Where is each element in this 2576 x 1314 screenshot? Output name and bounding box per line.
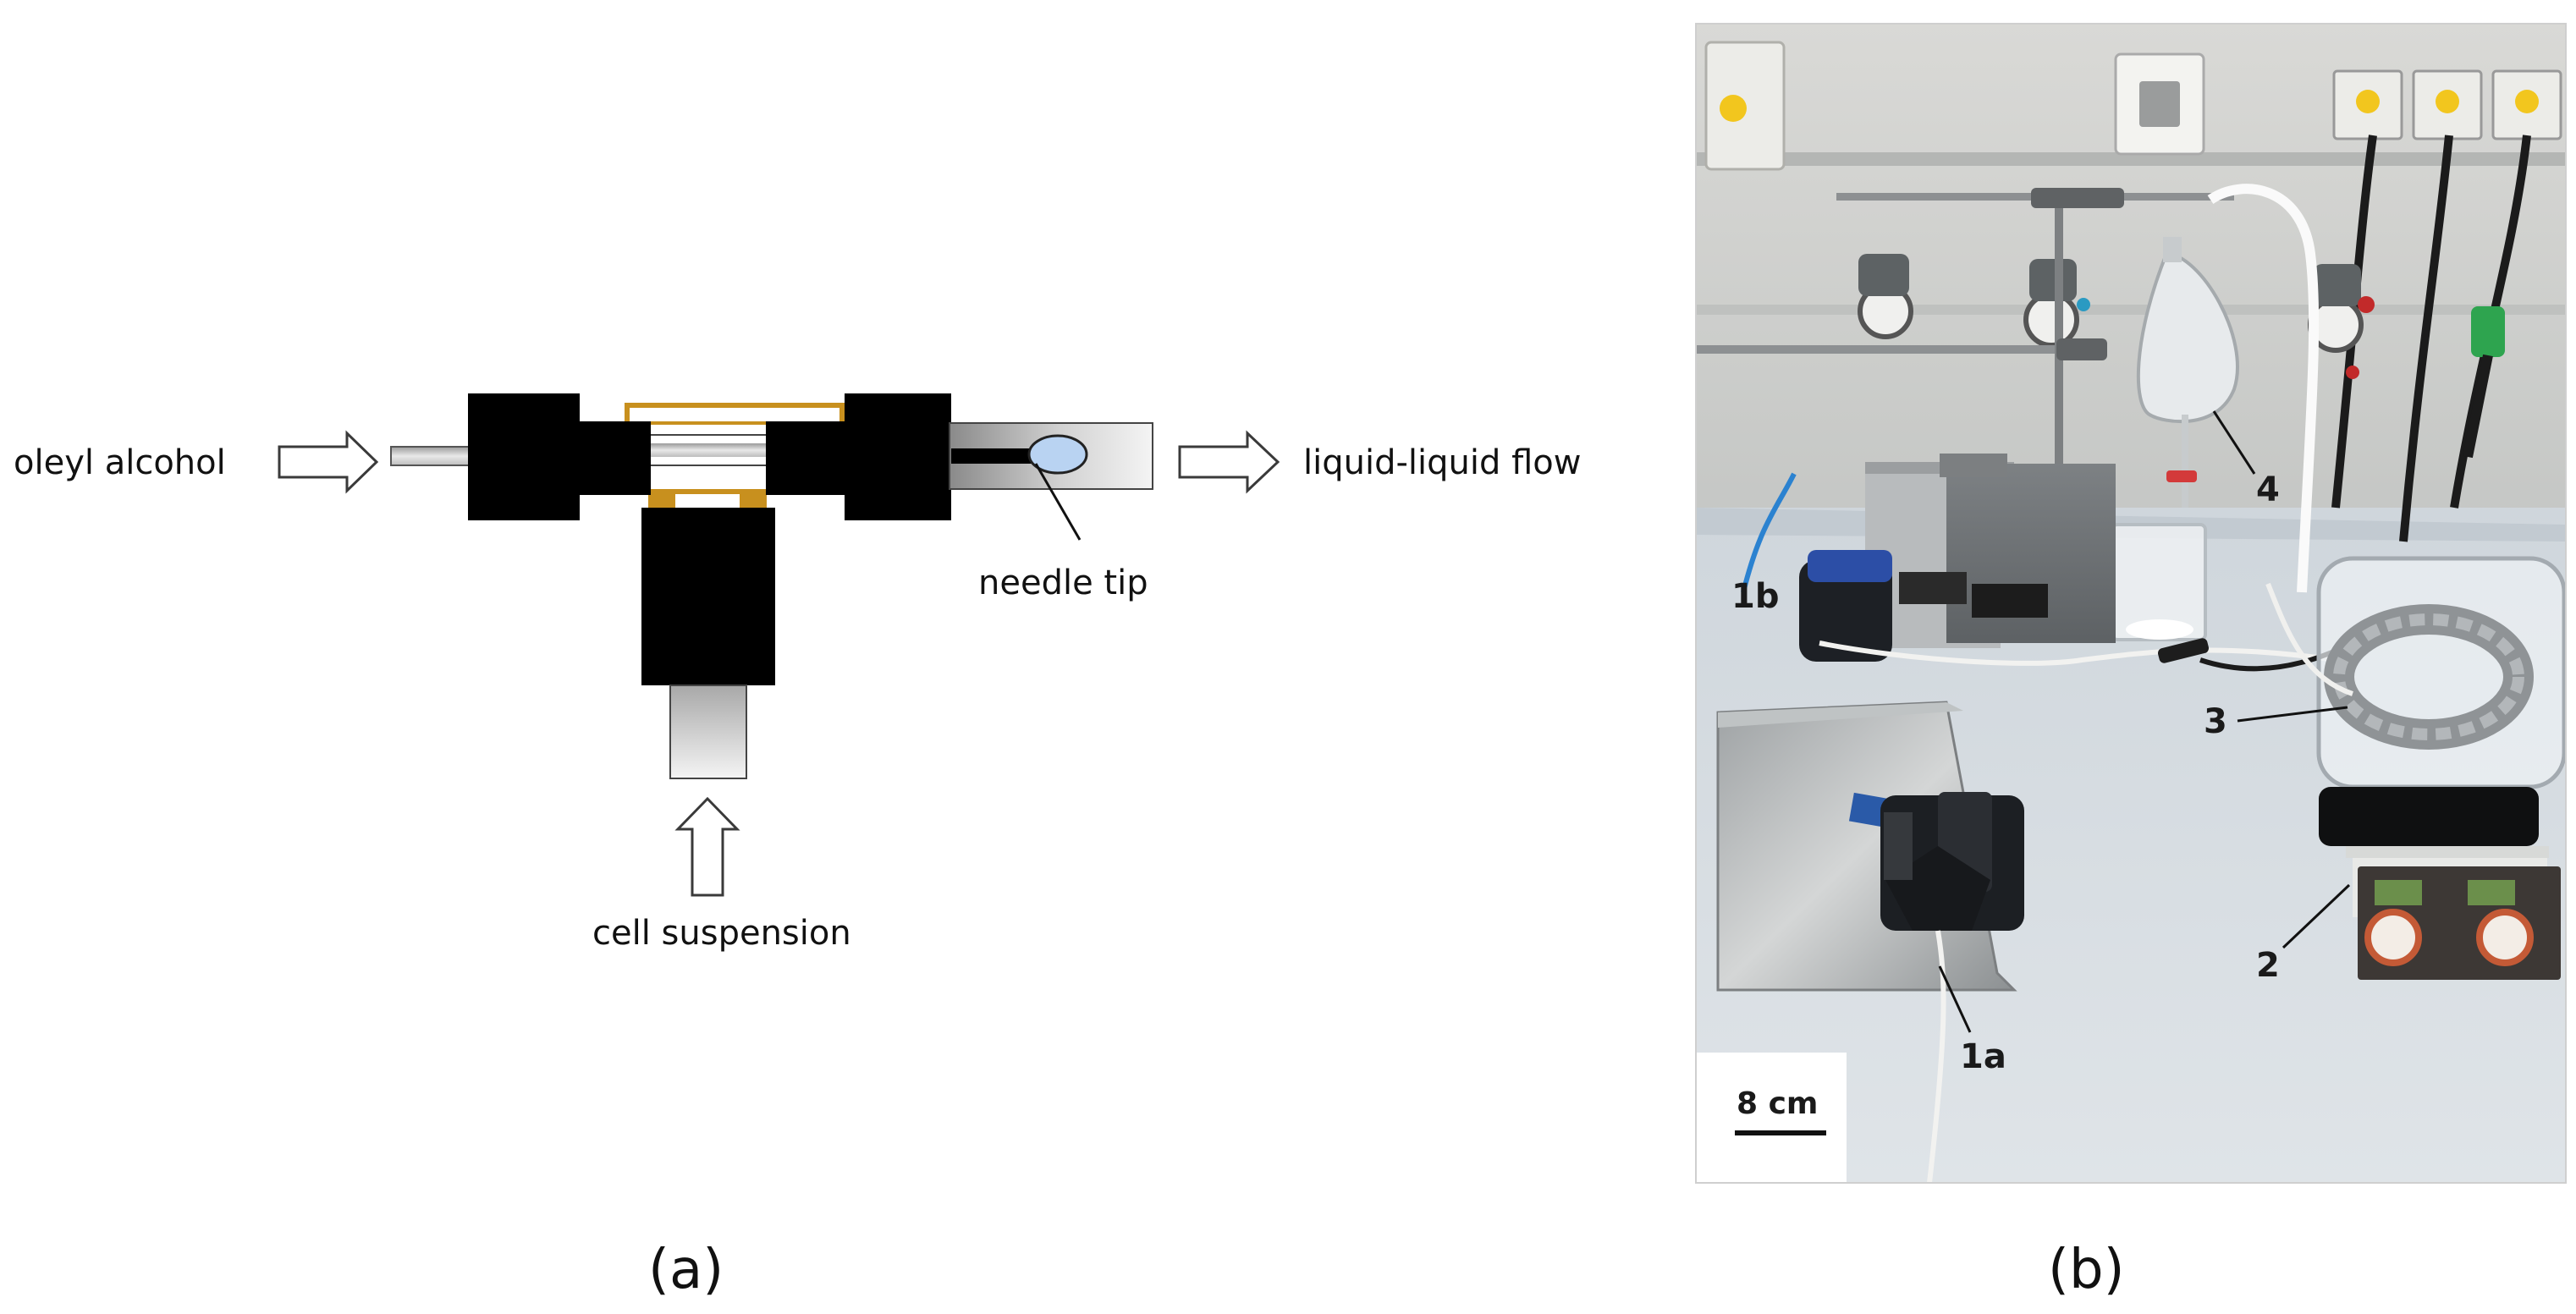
- callout-4: 4: [2256, 470, 2280, 509]
- separatory-funnel: [2136, 251, 2239, 424]
- panel-b-label: (b): [2048, 1239, 2125, 1301]
- callout-1a: 1a: [1960, 1037, 2006, 1076]
- outlet-arrow-icon: [1178, 430, 1280, 494]
- scale-bar-box: [1696, 1053, 1847, 1183]
- callout-2: 2: [2256, 946, 2280, 985]
- needle-tip-label: needle tip: [978, 564, 1148, 602]
- needle-tip-leader: [1034, 463, 1082, 541]
- cell-suspension-label: cell suspension: [592, 914, 851, 953]
- gauge-2: [2023, 292, 2079, 348]
- oleyl-alcohol-label: oleyl alcohol: [14, 443, 226, 482]
- cell-inlet-arrow-icon: [674, 796, 740, 897]
- panel-a-diagram: oleyl alcohol needle tip li: [14, 393, 1581, 1301]
- inlet-tube: [390, 446, 471, 466]
- droplet: [1027, 434, 1088, 475]
- pump-1b-head: [1799, 560, 1892, 662]
- inlet-arrow-icon: [278, 430, 379, 494]
- liquid-liquid-flow-label: liquid-liquid flow: [1303, 443, 1581, 482]
- scale-bar-label: 8 cm: [1737, 1086, 1818, 1121]
- bottom-inlet-tube: [669, 684, 747, 779]
- stirrer-knob-left: [2364, 909, 2422, 966]
- fitting-left: [468, 393, 580, 520]
- clamp-rod-lower: [1696, 345, 2094, 354]
- retort-stand: [2055, 196, 2063, 619]
- fitting-right: [845, 393, 951, 520]
- panel-b-photo: 1b 4 3 2 1a 8 cm (b): [1695, 23, 2567, 1301]
- scale-bar: [1735, 1130, 1826, 1135]
- panel-a-label: (a): [648, 1239, 724, 1301]
- stirrer-knob-right: [2476, 909, 2534, 966]
- callout-1b: 1b: [1731, 577, 1779, 616]
- callout-3: 3: [2204, 702, 2227, 741]
